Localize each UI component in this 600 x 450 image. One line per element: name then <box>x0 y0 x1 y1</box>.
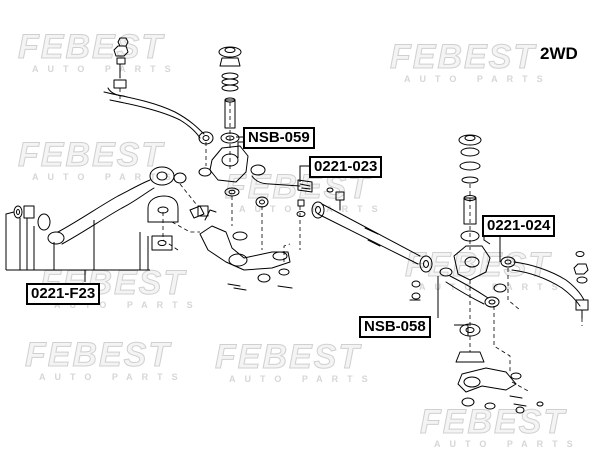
part-label-nsb-059[interactable]: NSB-059 <box>243 127 315 149</box>
tie-rod-center <box>250 164 433 273</box>
pitman-arm-lower-center <box>197 205 293 291</box>
part-label-0221-023[interactable]: 0221-023 <box>309 156 383 178</box>
bushing-stack-right <box>453 134 527 410</box>
stabilizer-link-left <box>13 166 187 245</box>
part-label-0221-024[interactable]: 0221-024 <box>482 215 556 237</box>
drive-type-label: 2WD <box>540 44 578 63</box>
part-label-nsb-058[interactable]: NSB-058 <box>359 316 431 338</box>
rubber-bushing-left <box>147 195 205 251</box>
fasteners <box>117 37 544 414</box>
part-label-0221-f23[interactable]: 0221-F23 <box>26 283 101 305</box>
tie-rod-end-right-center <box>411 267 507 308</box>
tie-rod-end-right <box>500 251 589 319</box>
center-bushing-stack <box>198 46 249 197</box>
